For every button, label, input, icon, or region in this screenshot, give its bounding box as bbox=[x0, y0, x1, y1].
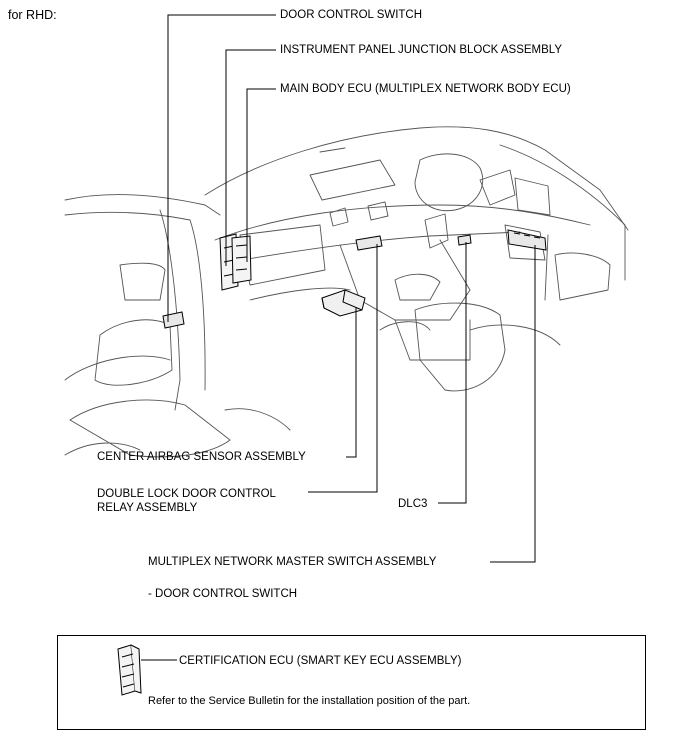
component-center-airbag-sensor bbox=[321, 289, 366, 317]
label-master-switch-sub: - DOOR CONTROL SWITCH bbox=[148, 588, 298, 600]
component-main-body-ecu bbox=[231, 235, 252, 284]
component-dlc3 bbox=[457, 234, 472, 246]
label-double-lock-relay-line1: DOUBLE LOCK DOOR CONTROL bbox=[97, 488, 276, 500]
component-door-control-switch bbox=[162, 311, 185, 329]
label-dlc3: DLC3 bbox=[398, 498, 428, 510]
car-interior-sketch bbox=[64, 126, 629, 458]
component-double-lock-relay bbox=[355, 235, 383, 251]
component-master-switch bbox=[507, 229, 547, 251]
note-bulletin-text: Refer to the Service Bulletin for the in… bbox=[148, 695, 471, 707]
label-center-airbag-sensor: CENTER AIRBAG SENSOR ASSEMBLY bbox=[97, 451, 306, 463]
label-double-lock-relay-line2: RELAY ASSEMBLY bbox=[97, 502, 198, 514]
label-master-switch: MULTIPLEX NETWORK MASTER SWITCH ASSEMBLY bbox=[148, 556, 437, 568]
label-main-body-ecu: MAIN BODY ECU (MULTIPLEX NETWORK BODY EC… bbox=[280, 83, 571, 95]
leader-lines bbox=[167, 14, 536, 563]
certification-ecu-icon bbox=[117, 644, 177, 696]
note-box: CERTIFICATION ECU (SMART KEY ECU ASSEMBL… bbox=[57, 635, 646, 730]
label-door-control-switch: DOOR CONTROL SWITCH bbox=[280, 9, 423, 21]
variant-label: for RHD: bbox=[8, 8, 57, 22]
label-instrument-panel-junction-block: INSTRUMENT PANEL JUNCTION BLOCK ASSEMBLY bbox=[280, 44, 563, 56]
label-certification-ecu: CERTIFICATION ECU (SMART KEY ECU ASSEMBL… bbox=[179, 655, 462, 667]
